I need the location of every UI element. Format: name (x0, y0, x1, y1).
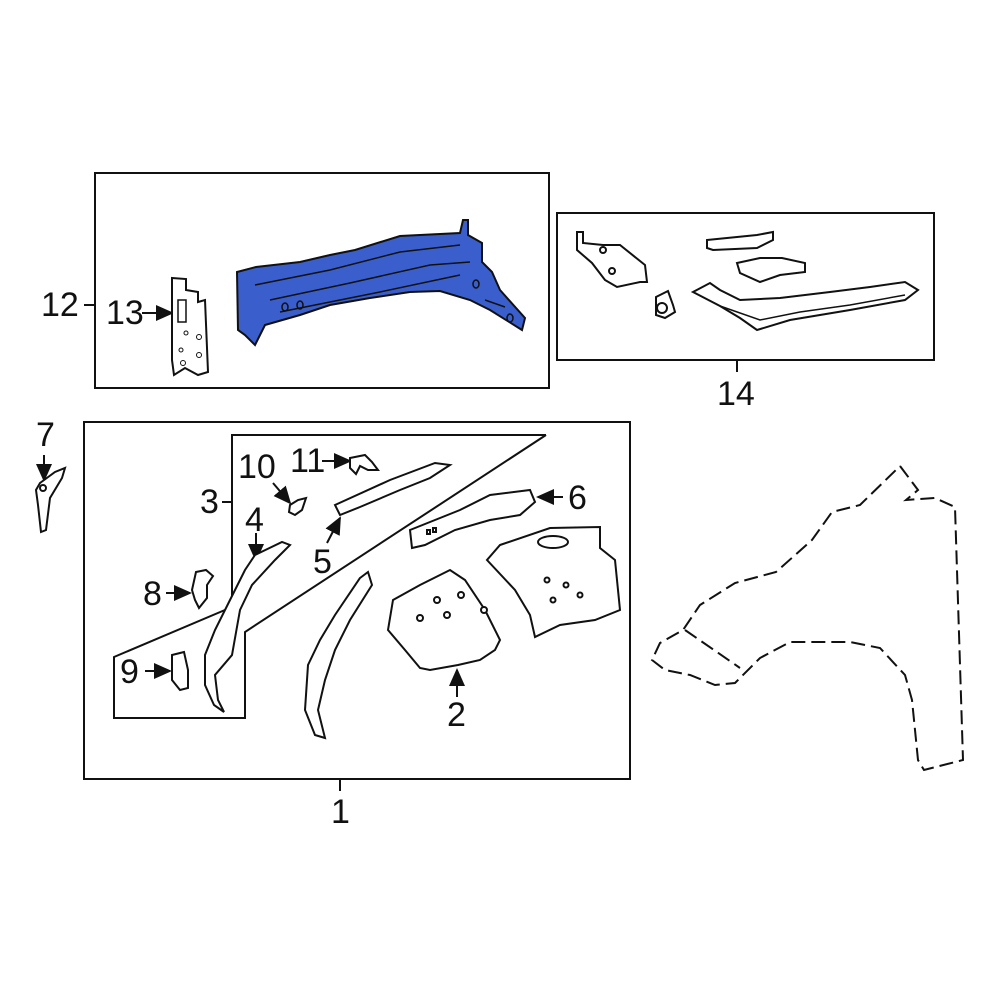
part-7-bracket[interactable] (34, 466, 67, 534)
callout-3: 3 (200, 483, 219, 521)
callout-2: 2 (447, 696, 466, 734)
part-9-bracket[interactable] (171, 650, 189, 692)
callout-12: 12 (41, 286, 79, 324)
callout-10: 10 (238, 448, 276, 486)
group-box-14 (556, 212, 935, 361)
part-6-rail-extension[interactable] (408, 488, 537, 550)
group-box-1 (83, 421, 631, 780)
part-12-frame-rail[interactable] (235, 219, 527, 347)
part-11-bracket[interactable] (349, 453, 380, 476)
part-inner-rail[interactable] (303, 570, 374, 740)
part-strut-tower[interactable] (485, 525, 622, 639)
part-2-wheelhouse[interactable] (386, 568, 502, 672)
callout-6: 6 (568, 479, 587, 517)
part-10-clip[interactable] (287, 496, 308, 517)
callout-13: 13 (106, 294, 144, 332)
callout-8: 8 (143, 575, 162, 613)
callout-7: 7 (36, 416, 55, 454)
callout-9: 9 (120, 653, 139, 691)
callout-5: 5 (313, 543, 332, 581)
group-box-12 (94, 172, 550, 389)
callout-11: 11 (290, 442, 326, 480)
group-outline-3 (113, 434, 547, 719)
part-14-group[interactable] (576, 230, 920, 332)
part-8-bracket[interactable] (190, 568, 215, 610)
part-5-upper-reinforcement[interactable] (333, 461, 453, 517)
callout-4: 4 (245, 501, 264, 539)
part-4-upper-rail[interactable] (204, 540, 292, 713)
part-fender-reference (650, 465, 965, 772)
part-13-rail-plate[interactable] (171, 276, 210, 377)
callout-14: 14 (717, 375, 755, 413)
callout-1: 1 (331, 793, 350, 831)
